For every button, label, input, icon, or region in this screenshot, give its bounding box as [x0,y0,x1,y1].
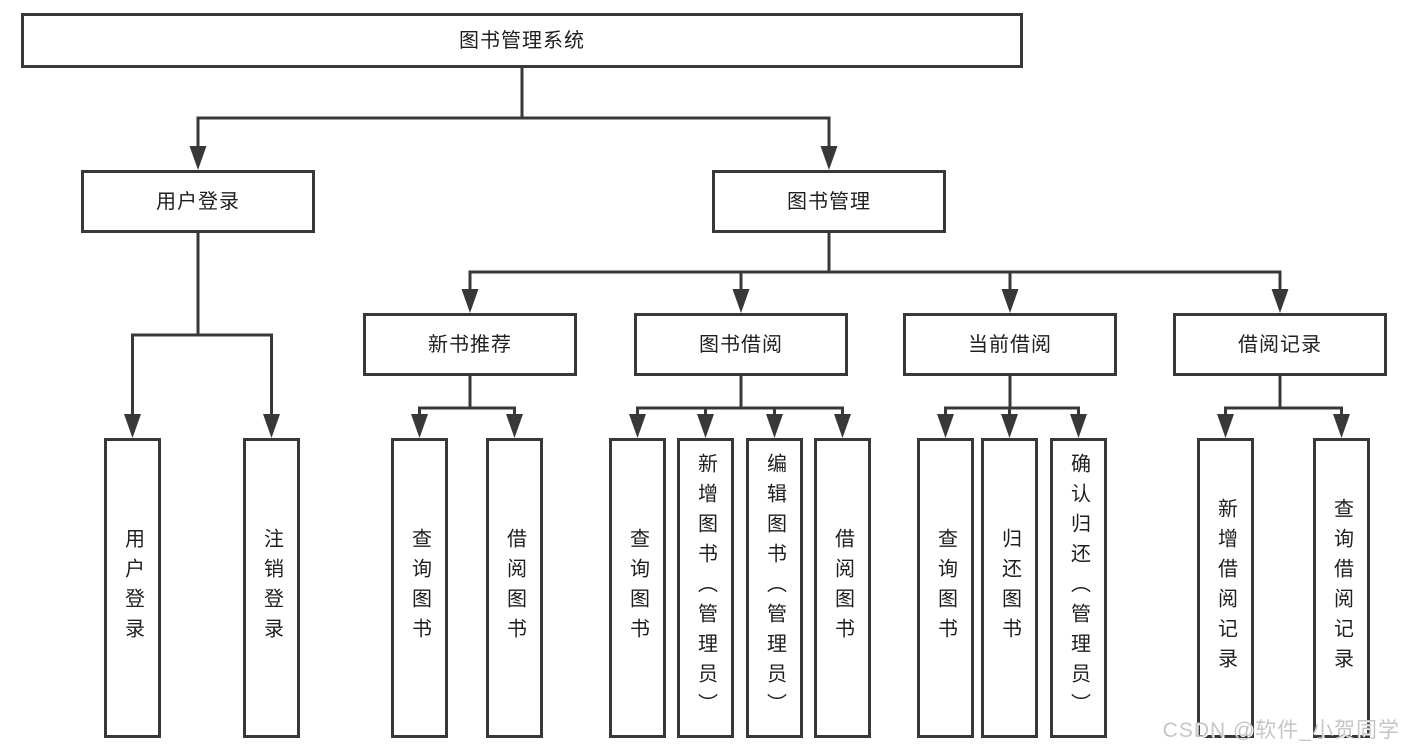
node-label: 归还图书 [998,528,1021,648]
node-label: 新增图书（管理员） [694,453,717,723]
leaf-confirm-return-admin: 确认归还（管理员） [1050,438,1107,738]
node-root: 图书管理系统 [21,13,1023,68]
node-label: 借阅图书 [503,528,526,648]
connector-user-login [131,233,273,415]
node-label: 图书管理 [787,190,871,213]
node-label: 图书借阅 [699,333,783,356]
connector-book-borrow [636,376,844,415]
node-label: 查询图书 [626,528,649,648]
arrow-down-icon [461,289,479,313]
arrow-down-icon [937,414,954,438]
node-label: 查询图书 [934,528,957,648]
leaf-query-books-current: 查询图书 [917,438,974,738]
node-label: 图书管理系统 [459,29,585,52]
node-label: 借阅记录 [1238,333,1322,356]
connector-book-mgmt [468,233,1282,290]
arrow-down-icon [263,414,280,438]
node-book-management: 图书管理 [712,170,946,233]
arrow-down-icon [766,414,783,438]
node-new-book-recommend: 新书推荐 [363,313,577,376]
node-label: 查询图书 [408,528,431,648]
watermark: CSDN @软件_小贺同学 [1162,719,1400,742]
node-label: 注销登录 [260,528,283,648]
arrow-down-icon [834,414,851,438]
arrow-down-icon [820,146,838,170]
node-label: 当前借阅 [968,333,1052,356]
arrow-down-icon [124,414,141,438]
node-borrow-records: 借阅记录 [1173,313,1387,376]
connector-root [196,68,831,146]
node-label: 新书推荐 [428,333,512,356]
leaf-query-books-borrow: 查询图书 [609,438,666,738]
node-label: 用户登录 [121,528,144,648]
arrow-down-icon [1217,414,1234,438]
node-label: 借阅图书 [831,528,854,648]
connector-borrow-record [1224,376,1343,415]
leaf-query-borrow-record: 查询借阅记录 [1313,438,1370,738]
node-current-borrow: 当前借阅 [903,313,1117,376]
leaf-borrow-books-borrow: 借阅图书 [814,438,871,738]
node-label: 用户登录 [156,190,240,213]
arrow-down-icon [1271,289,1289,313]
leaf-borrow-books-recommend: 借阅图书 [486,438,543,738]
arrow-down-icon [697,414,714,438]
leaf-query-books-recommend: 查询图书 [391,438,448,738]
arrow-down-icon [732,289,750,313]
leaf-add-borrow-record: 新增借阅记录 [1197,438,1254,738]
node-label: 查询借阅记录 [1330,498,1353,678]
arrow-down-icon [629,414,646,438]
connector-current-borrow [944,376,1080,415]
arrowheads [124,146,1350,438]
node-user-login: 用户登录 [81,170,315,233]
leaf-logout: 注销登录 [243,438,300,738]
arrow-down-icon [1070,414,1087,438]
leaf-edit-book-admin: 编辑图书（管理员） [746,438,803,738]
arrow-down-icon [189,146,207,170]
leaf-user-login: 用户登录 [104,438,161,738]
arrow-down-icon [506,414,523,438]
node-book-borrow: 图书借阅 [634,313,848,376]
arrow-down-icon [1001,414,1018,438]
node-label: 编辑图书（管理员） [763,453,786,723]
arrow-down-icon [1001,289,1019,313]
node-label: 确认归还（管理员） [1067,453,1090,723]
node-label: 新增借阅记录 [1214,498,1237,678]
arrow-down-icon [1333,414,1350,438]
connector-new-book [418,376,516,415]
arrow-down-icon [411,414,428,438]
leaf-add-book-admin: 新增图书（管理员） [677,438,734,738]
leaf-return-books: 归还图书 [981,438,1038,738]
